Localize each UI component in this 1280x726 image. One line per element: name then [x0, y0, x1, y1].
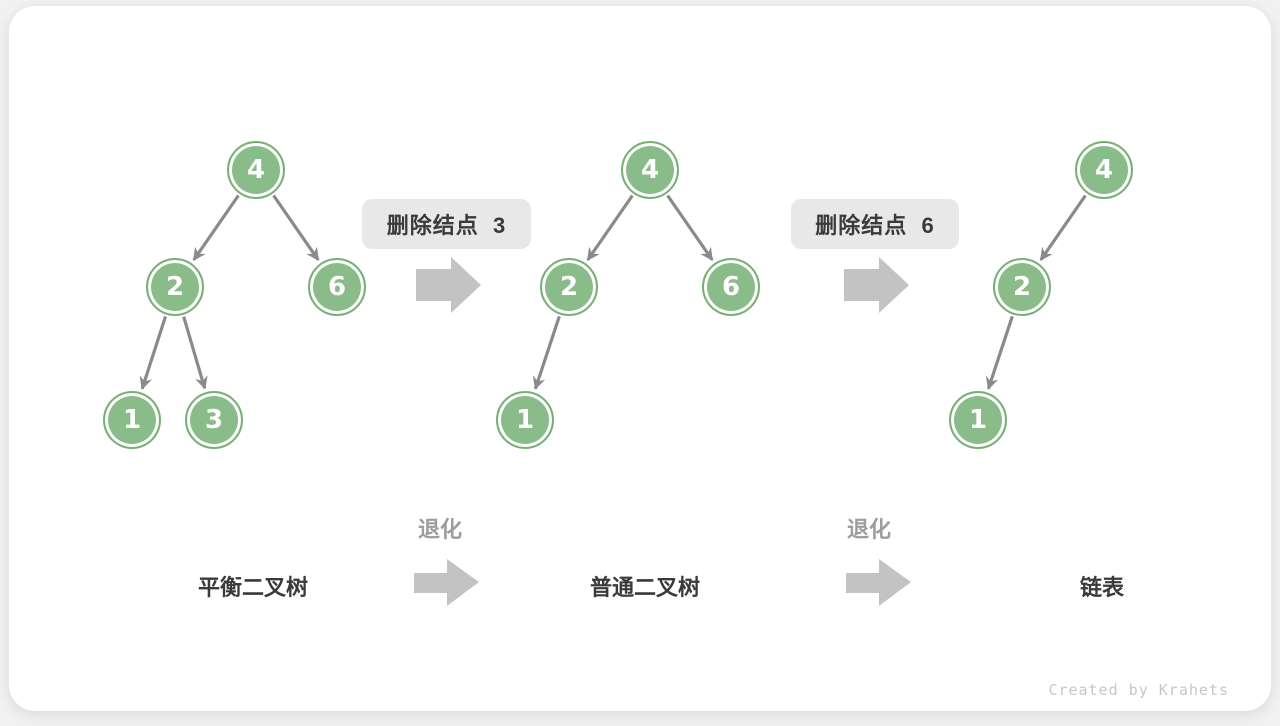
tree1-node-2: 2	[146, 258, 204, 316]
node-value: 3	[204, 405, 224, 435]
tree-edges-and-arrows	[139, 194, 1087, 606]
tree3-caption: 链表	[1079, 575, 1124, 600]
tree3-node-1: 1	[949, 391, 1007, 449]
node-value: 6	[327, 272, 347, 302]
tree2-node-6: 6	[702, 258, 760, 316]
tree1-caption: 平衡二叉树	[197, 575, 308, 600]
tree2-edges	[532, 194, 714, 390]
delete-node-6-badge: 删除结点 6	[791, 199, 959, 249]
delete-node-3-badge: 删除结点 3	[362, 199, 531, 249]
node-value: 4	[1094, 155, 1114, 185]
degrade-label-1: 退化	[417, 517, 462, 542]
node-value: 2	[165, 272, 185, 302]
degrade-label-2: 退化	[846, 517, 891, 542]
tree1-node-3: 3	[185, 391, 243, 449]
tree1-node-4: 4	[227, 141, 285, 199]
node-value: 4	[246, 155, 266, 185]
watermark: Created by Krahets	[1048, 681, 1229, 699]
block-arrow-delete-3	[416, 257, 481, 313]
block-arrow-degrade-2	[846, 559, 911, 606]
tree3-node-4: 4	[1075, 141, 1133, 199]
badge-label: 删除结点 3	[386, 213, 507, 238]
badge-label: 删除结点 6	[815, 213, 935, 238]
node-value: 6	[721, 272, 741, 302]
tree1-edges	[139, 194, 320, 390]
node-value: 1	[968, 405, 988, 435]
node-value: 4	[640, 155, 660, 185]
tree2-node-4: 4	[621, 141, 679, 199]
canvas-card: 4 2 6 1 3 4 2 6 1 4 2 1 删除结点 3 删除结点 6 退化…	[9, 6, 1271, 711]
tree2-node-1: 1	[496, 391, 554, 449]
tree1-node-1: 1	[103, 391, 161, 449]
tree3-node-2: 2	[993, 258, 1051, 316]
block-arrow-degrade-1	[414, 559, 479, 606]
node-value: 1	[515, 405, 535, 435]
block-arrow-delete-6	[844, 257, 909, 313]
tree2-caption: 普通二叉树	[589, 575, 700, 600]
node-value: 2	[1012, 272, 1032, 302]
node-value: 1	[122, 405, 142, 435]
node-value: 2	[559, 272, 579, 302]
tree3-edges	[985, 194, 1087, 390]
tree1-node-6: 6	[308, 258, 366, 316]
tree2-node-2: 2	[540, 258, 598, 316]
